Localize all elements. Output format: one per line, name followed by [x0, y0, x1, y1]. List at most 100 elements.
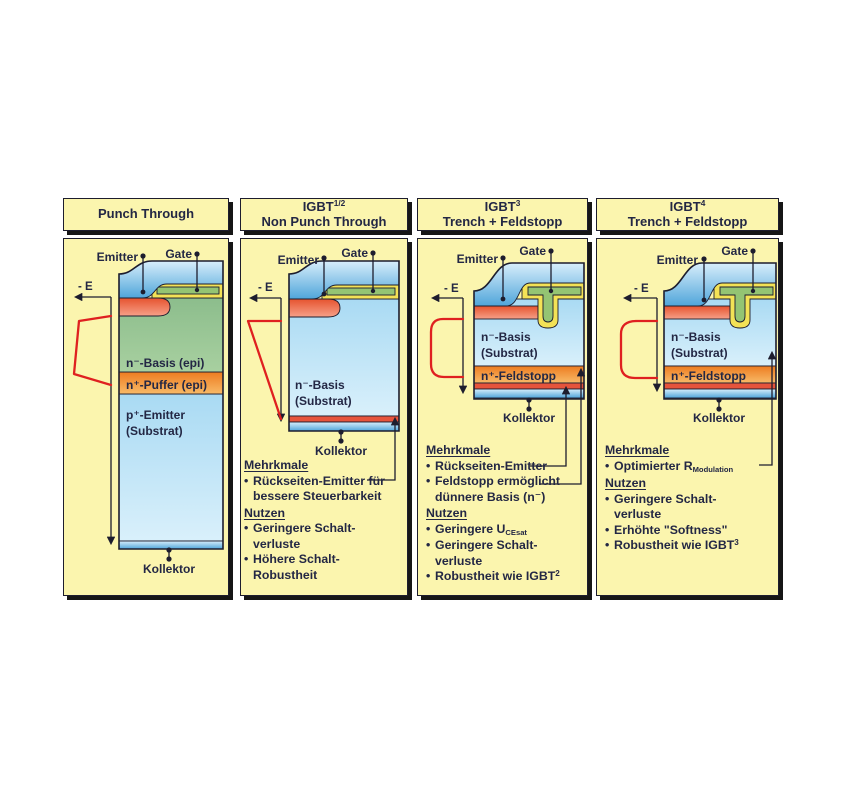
layer-backside-emitter	[663, 382, 777, 390]
layer-p-well	[473, 305, 539, 320]
features-heading-merkmale: Mehrkmale	[426, 443, 491, 457]
e-field-label: - E	[258, 282, 273, 294]
layer-label-basis-1: n⁻-Basis	[671, 330, 721, 344]
feature-item: • Optimierter RModulation	[605, 459, 775, 476]
features-heading-nutzen: Nutzen	[426, 506, 467, 520]
layer-p-well	[288, 298, 341, 318]
feature-text: Höhere Schalt-Robustheit	[253, 552, 340, 582]
panel-non-punch-through: IGBT1/2 Non Punch Through n⁻-Basis (Subs…	[240, 196, 408, 604]
device-outline	[288, 260, 400, 432]
connector-backside-emitter	[367, 416, 400, 481]
emitter-terminal: Emitter	[97, 250, 146, 295]
e-field-label: - E	[78, 281, 93, 293]
layer-label-substrat-1: p⁺-Emitter	[126, 408, 185, 422]
collector-contact-dot	[338, 429, 344, 435]
feature-text: Erhöhte "Softness"	[614, 522, 728, 537]
features-block: Mehrkmale • Optimierter RModulation Nutze…	[605, 443, 775, 555]
device-svg-pt: n⁻-Basis (epi) n⁺-Puffer (epi) p⁺-Emitte…	[72, 247, 224, 576]
e-field-plot: - E	[72, 281, 116, 546]
feature-item: • Robustheit wie IGBT2	[426, 569, 584, 586]
kollektor-label: Kollektor	[693, 411, 745, 425]
emitter-contact-dot	[140, 289, 146, 295]
gate-label: Gate	[519, 244, 546, 258]
bullet-glyph: •	[605, 522, 610, 537]
e-field-plot: - E	[619, 283, 662, 393]
emitter-label: Emitter	[657, 253, 699, 267]
kollektor-label: Kollektor	[315, 444, 367, 458]
collector-terminal-dot	[526, 406, 532, 412]
feature-text: Geringere Schalt-verluste	[435, 538, 538, 568]
gate-label: Gate	[341, 246, 368, 260]
title-box: IGBT1/2 Non Punch Through	[240, 198, 408, 231]
collector-terminal: Kollektor	[143, 547, 195, 576]
collector-terminal: Kollektor	[315, 429, 367, 458]
collector-terminal: Kollektor	[693, 397, 745, 425]
device-svg-igbt3: n⁻-Basis (Substrat) n⁺-Feldstopp Emitter…	[429, 244, 586, 485]
layer-label-basis-1: n⁻-Basis	[295, 378, 345, 392]
bullet-glyph: •	[605, 491, 610, 506]
layer-label-basis: n⁻-Basis (epi)	[126, 356, 204, 370]
collector-terminal-dot	[338, 438, 344, 444]
emitter-terminal: Emitter	[457, 252, 506, 302]
feature-text: Geringere Schalt-verluste	[614, 491, 717, 522]
title-line1: Punch Through	[97, 206, 195, 222]
bullet-glyph: •	[426, 569, 431, 583]
main-box: n⁻-Basis (Substrat) n⁺-Feldstopp Emitter…	[596, 238, 779, 596]
gate-contact-dot	[370, 288, 376, 294]
bullet-glyph: •	[244, 552, 249, 566]
layer-label-feldstopp: n⁺-Feldstopp	[481, 369, 556, 383]
gate-contact-dot	[194, 287, 200, 293]
main-box: n⁻-Basis (Substrat) Emitter Gate - E	[240, 238, 408, 596]
trench-gate-poly	[719, 286, 774, 323]
device-cross-section: n⁻-Basis (Substrat)	[288, 260, 400, 432]
connector-backside-emitter	[530, 385, 571, 467]
gate-contact-dot	[750, 288, 756, 294]
features-heading-nutzen: Nutzen	[244, 505, 285, 520]
bullet-glyph: •	[426, 474, 431, 488]
layer-collector-metal	[663, 388, 777, 399]
bullet-glyph: •	[244, 473, 249, 488]
trench-gate-poly	[527, 286, 582, 323]
feature-text: Optimierter RModulation	[614, 458, 734, 474]
bullet-glyph: •	[426, 538, 431, 552]
feature-item: •Geringere UCEsat	[426, 522, 584, 539]
gate-label: Gate	[721, 244, 748, 258]
emitter-contact-dot	[500, 296, 506, 302]
feature-item: •Geringere Schalt-verluste	[244, 521, 406, 552]
collector-terminal-dot	[716, 406, 722, 412]
feature-text: Robustheit wie IGBT2	[435, 569, 560, 583]
device-outline	[473, 262, 585, 400]
feature-text: Rückseiten-Emitter	[435, 458, 548, 473]
feature-item: • Geringere Schalt-verluste	[426, 538, 584, 569]
title-line2: Trench + Feldstopp	[627, 214, 748, 229]
layer-backside-emitter	[473, 382, 585, 390]
panel-igbt3-trench: IGBT3 Trench + Feldstopp n⁻-Basis (Subst…	[417, 196, 588, 604]
collector-contact-dot	[526, 397, 532, 403]
features-heading-nutzen: Nutzen	[605, 476, 646, 490]
e-field-curve	[72, 314, 113, 387]
title-box: IGBT4 Trench + Feldstopp	[596, 198, 779, 231]
device-outline	[663, 262, 777, 400]
features-heading-merkmale: Mehrkmale	[605, 443, 670, 457]
device-cross-section: n⁻-Basis (epi) n⁺-Puffer (epi) p⁺-Emitte…	[118, 260, 224, 550]
gate-label: Gate	[165, 247, 192, 261]
panel-punch-through: Punch Through n⁻-Basis (epi) n⁺-Puffer (…	[63, 196, 229, 604]
emitter-label: Emitter	[278, 253, 320, 267]
e-field-label: - E	[444, 283, 459, 295]
layer-label-basis-1: n⁻-Basis	[481, 330, 531, 344]
bullet-glyph: •	[605, 458, 610, 473]
collector-contact-dot	[716, 397, 722, 403]
connector-r-modulation	[759, 350, 777, 466]
main-box: n⁻-Basis (Substrat) n⁺-Feldstopp Emitter…	[417, 238, 588, 596]
gate-poly	[326, 287, 396, 296]
features-block: Mehrkmale •Rückseiten-Emitter •Feldstopp…	[426, 443, 584, 586]
layer-label-puffer: n⁺-Puffer (epi)	[126, 378, 207, 392]
igbt-evolution-diagram: Punch Through n⁻-Basis (epi) n⁺-Puffer (…	[63, 196, 779, 608]
e-field-plot: - E	[429, 283, 468, 395]
layer-label-basis-2: (Substrat)	[295, 394, 352, 408]
feature-item: •Rückseiten-Emitter	[426, 459, 584, 475]
